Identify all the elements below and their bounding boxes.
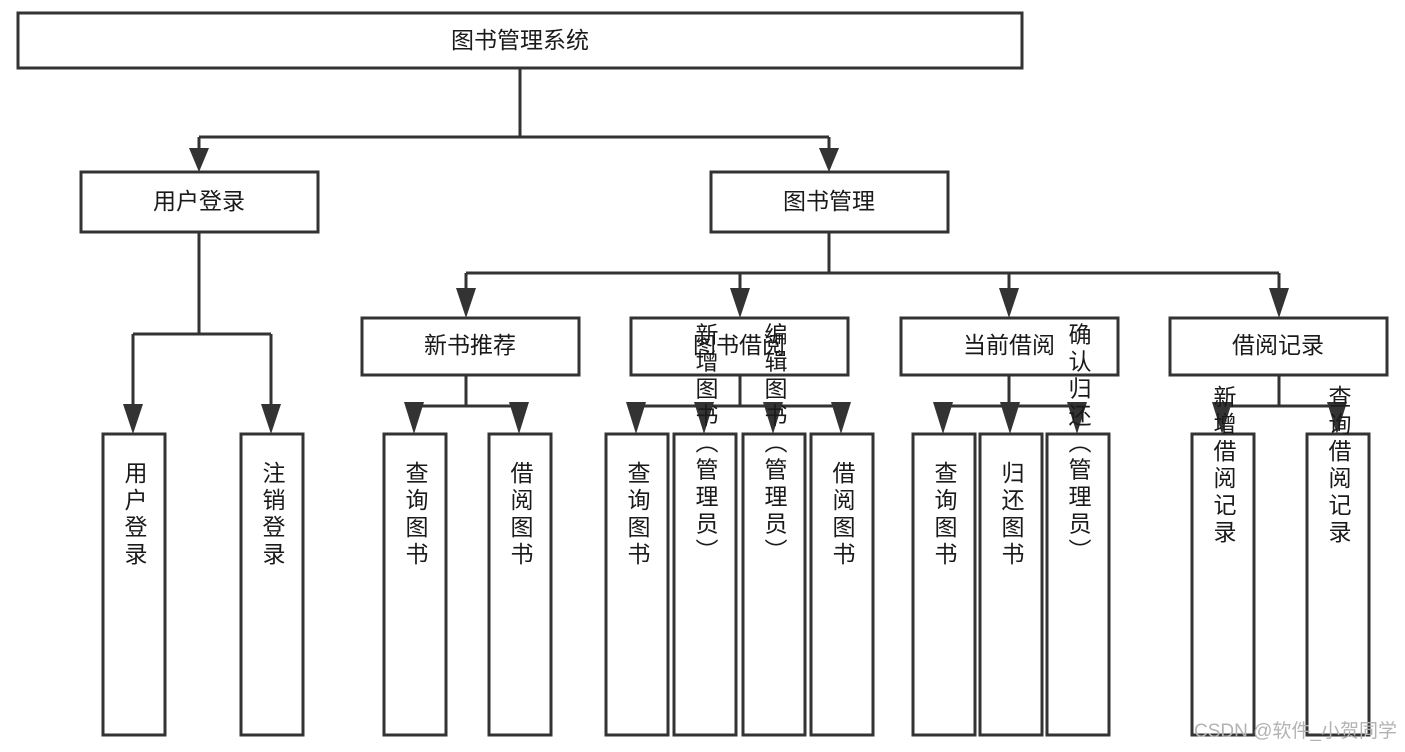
arrow-icon-nb-leaf-2 bbox=[509, 402, 529, 434]
node-borrow-record-label: 借阅记录 bbox=[1232, 332, 1324, 358]
arrow-icon-br-leaf-1 bbox=[1212, 402, 1232, 434]
leaf-br-add-record-label: 新增借阅记录 bbox=[1210, 385, 1237, 547]
arrow-icon-user-login bbox=[189, 148, 209, 172]
leaf-bb-borrow-book-box[interactable] bbox=[809, 432, 875, 737]
node-borrow-record[interactable]: 借阅记录 bbox=[1168, 316, 1389, 377]
leaf-bb-borrow-book[interactable]: 借阅图书 bbox=[809, 432, 875, 737]
arrow-icon-br-leaf-2 bbox=[1327, 402, 1347, 434]
leaf-logout-box[interactable] bbox=[239, 432, 305, 737]
node-borrow-record-box[interactable] bbox=[1168, 316, 1389, 377]
leaf-br-add-record-box[interactable] bbox=[1190, 432, 1256, 737]
leaf-user-login[interactable]: 用户登录 bbox=[101, 432, 167, 737]
leaf-bb-edit-book[interactable]: 编辑图书（管理员） bbox=[741, 323, 807, 737]
arrow-heads bbox=[123, 148, 1347, 434]
node-root[interactable]: 图书管理系统 bbox=[16, 11, 1024, 70]
leaf-br-add-record[interactable]: 新增借阅记录 bbox=[1190, 385, 1256, 737]
node-user-login[interactable]: 用户登录 bbox=[79, 170, 320, 234]
arrow-icon-nb-leaf-1 bbox=[404, 402, 424, 434]
arrow-icon-current-borrow bbox=[999, 288, 1019, 318]
arrow-icon-book-borrow bbox=[730, 288, 750, 318]
leaf-bb-query-book[interactable]: 查询图书 bbox=[604, 432, 670, 737]
node-new-book-recommend[interactable]: 新书推荐 bbox=[360, 316, 581, 377]
node-user-login-label: 用户登录 bbox=[153, 188, 245, 214]
node-root-label: 图书管理系统 bbox=[451, 27, 589, 53]
node-book-borrow-label: 图书借阅 bbox=[693, 332, 785, 358]
arrow-icon-cb-leaf-3 bbox=[1067, 402, 1087, 434]
node-book-management-box[interactable] bbox=[709, 170, 950, 234]
leaf-bb-edit-book-label: 编辑图书（管理员） bbox=[761, 323, 788, 566]
node-new-book-recommend-box[interactable] bbox=[360, 316, 581, 377]
node-book-borrow-box[interactable] bbox=[629, 316, 850, 377]
arrow-icon-cb-leaf-2 bbox=[1000, 402, 1020, 434]
leaf-bb-edit-book-box[interactable] bbox=[741, 432, 807, 737]
leaf-bb-add-book[interactable]: 新增图书（管理员） bbox=[672, 323, 738, 737]
node-book-borrow[interactable]: 图书借阅 bbox=[629, 316, 850, 377]
leaf-user-login-label: 用户登录 bbox=[121, 461, 148, 569]
node-current-borrow[interactable]: 当前借阅 bbox=[899, 316, 1120, 377]
leaf-nb-query-book-label: 查询图书 bbox=[402, 461, 429, 569]
node-book-management[interactable]: 图书管理 bbox=[709, 170, 950, 234]
leaf-nb-query-book-box[interactable] bbox=[382, 432, 448, 737]
leaf-br-query-record-label: 查询借阅记录 bbox=[1325, 385, 1352, 547]
node-root-box[interactable] bbox=[16, 11, 1024, 70]
node-current-borrow-box[interactable] bbox=[899, 316, 1120, 377]
leaf-bb-add-book-box[interactable] bbox=[672, 432, 738, 737]
arrow-icon-leaf-logout bbox=[261, 404, 281, 434]
leaf-logout[interactable]: 注销登录 bbox=[239, 432, 305, 737]
arrow-icon-bb-leaf-1 bbox=[626, 402, 646, 434]
leaf-logout-label: 注销登录 bbox=[259, 461, 286, 569]
leaf-cb-return-book-label: 归还图书 bbox=[998, 461, 1025, 569]
node-current-borrow-label: 当前借阅 bbox=[963, 332, 1055, 358]
leaf-nb-borrow-book-label: 借阅图书 bbox=[507, 461, 534, 569]
arrow-icon-leaf-user-login bbox=[123, 404, 143, 434]
leaf-cb-query-book[interactable]: 查询图书 bbox=[911, 432, 977, 737]
arrow-icon-borrow-record bbox=[1269, 288, 1289, 318]
leaf-cb-return-book-box[interactable] bbox=[978, 432, 1044, 737]
leaf-bb-query-book-box[interactable] bbox=[604, 432, 670, 737]
leaf-cb-confirm-return-label: 确认归还（管理员） bbox=[1065, 323, 1092, 566]
leaf-user-login-box[interactable] bbox=[101, 432, 167, 737]
arrow-icon-bb-leaf-4 bbox=[831, 402, 851, 434]
leaf-br-query-record-box[interactable] bbox=[1305, 432, 1371, 737]
leaf-cb-query-book-label: 查询图书 bbox=[931, 461, 958, 569]
node-user-login-box[interactable] bbox=[79, 170, 320, 234]
node-new-book-recommend-label: 新书推荐 bbox=[424, 332, 516, 358]
leaf-cb-confirm-return[interactable]: 确认归还（管理员） bbox=[1045, 323, 1111, 737]
arrow-icon-new-book bbox=[456, 288, 476, 318]
leaf-bb-borrow-book-label: 借阅图书 bbox=[829, 461, 856, 569]
leaf-cb-return-book[interactable]: 归还图书 bbox=[978, 432, 1044, 737]
leaf-bb-add-book-label: 新增图书（管理员） bbox=[692, 323, 719, 566]
arrow-icon-bb-leaf-2 bbox=[694, 402, 714, 434]
leaf-cb-query-book-box[interactable] bbox=[911, 432, 977, 737]
leaf-nb-borrow-book[interactable]: 借阅图书 bbox=[487, 432, 553, 737]
leaf-nb-borrow-book-box[interactable] bbox=[487, 432, 553, 737]
arrow-icon-cb-leaf-1 bbox=[933, 402, 953, 434]
leaf-bb-query-book-label: 查询图书 bbox=[624, 461, 651, 569]
arrow-icon-bb-leaf-3 bbox=[763, 402, 783, 434]
leaf-cb-confirm-return-box[interactable] bbox=[1045, 432, 1111, 737]
node-book-management-label: 图书管理 bbox=[783, 188, 875, 214]
leaf-nb-query-book[interactable]: 查询图书 bbox=[382, 432, 448, 737]
leaf-br-query-record[interactable]: 查询借阅记录 bbox=[1305, 385, 1371, 737]
arrow-icon-book-mgmt bbox=[819, 148, 839, 172]
